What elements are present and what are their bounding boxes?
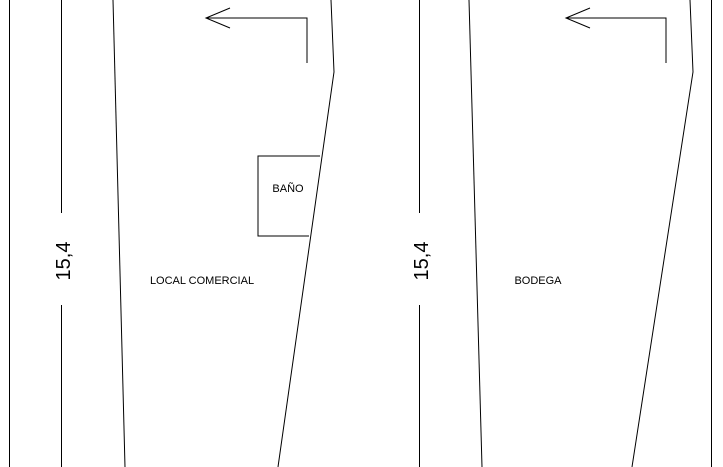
bodega-left-wall [468, 0, 483, 467]
bodega-dimension-label: 15,4 [411, 242, 433, 281]
bano-room-label: BAÑO [272, 182, 304, 195]
local-direction-arrow [206, 17, 308, 63]
local-left-wall [112, 0, 126, 467]
unit-bodega: 15,4 BODEGA [411, 0, 694, 467]
bodega-arrow-head [564, 7, 591, 29]
bodega-right-wall [631, 0, 694, 467]
unit-local-comercial: 15,4 LOCAL COMERCIAL BAÑO [53, 0, 335, 467]
local-dimension-label: 15,4 [53, 242, 75, 281]
local-room-label: LOCAL COMERCIAL [150, 275, 254, 287]
bodega-direction-arrow [566, 17, 667, 63]
bodega-room-label: BODEGA [514, 275, 562, 287]
local-right-wall [277, 0, 335, 467]
bano-box [257, 155, 320, 237]
local-arrow-head [204, 7, 231, 29]
